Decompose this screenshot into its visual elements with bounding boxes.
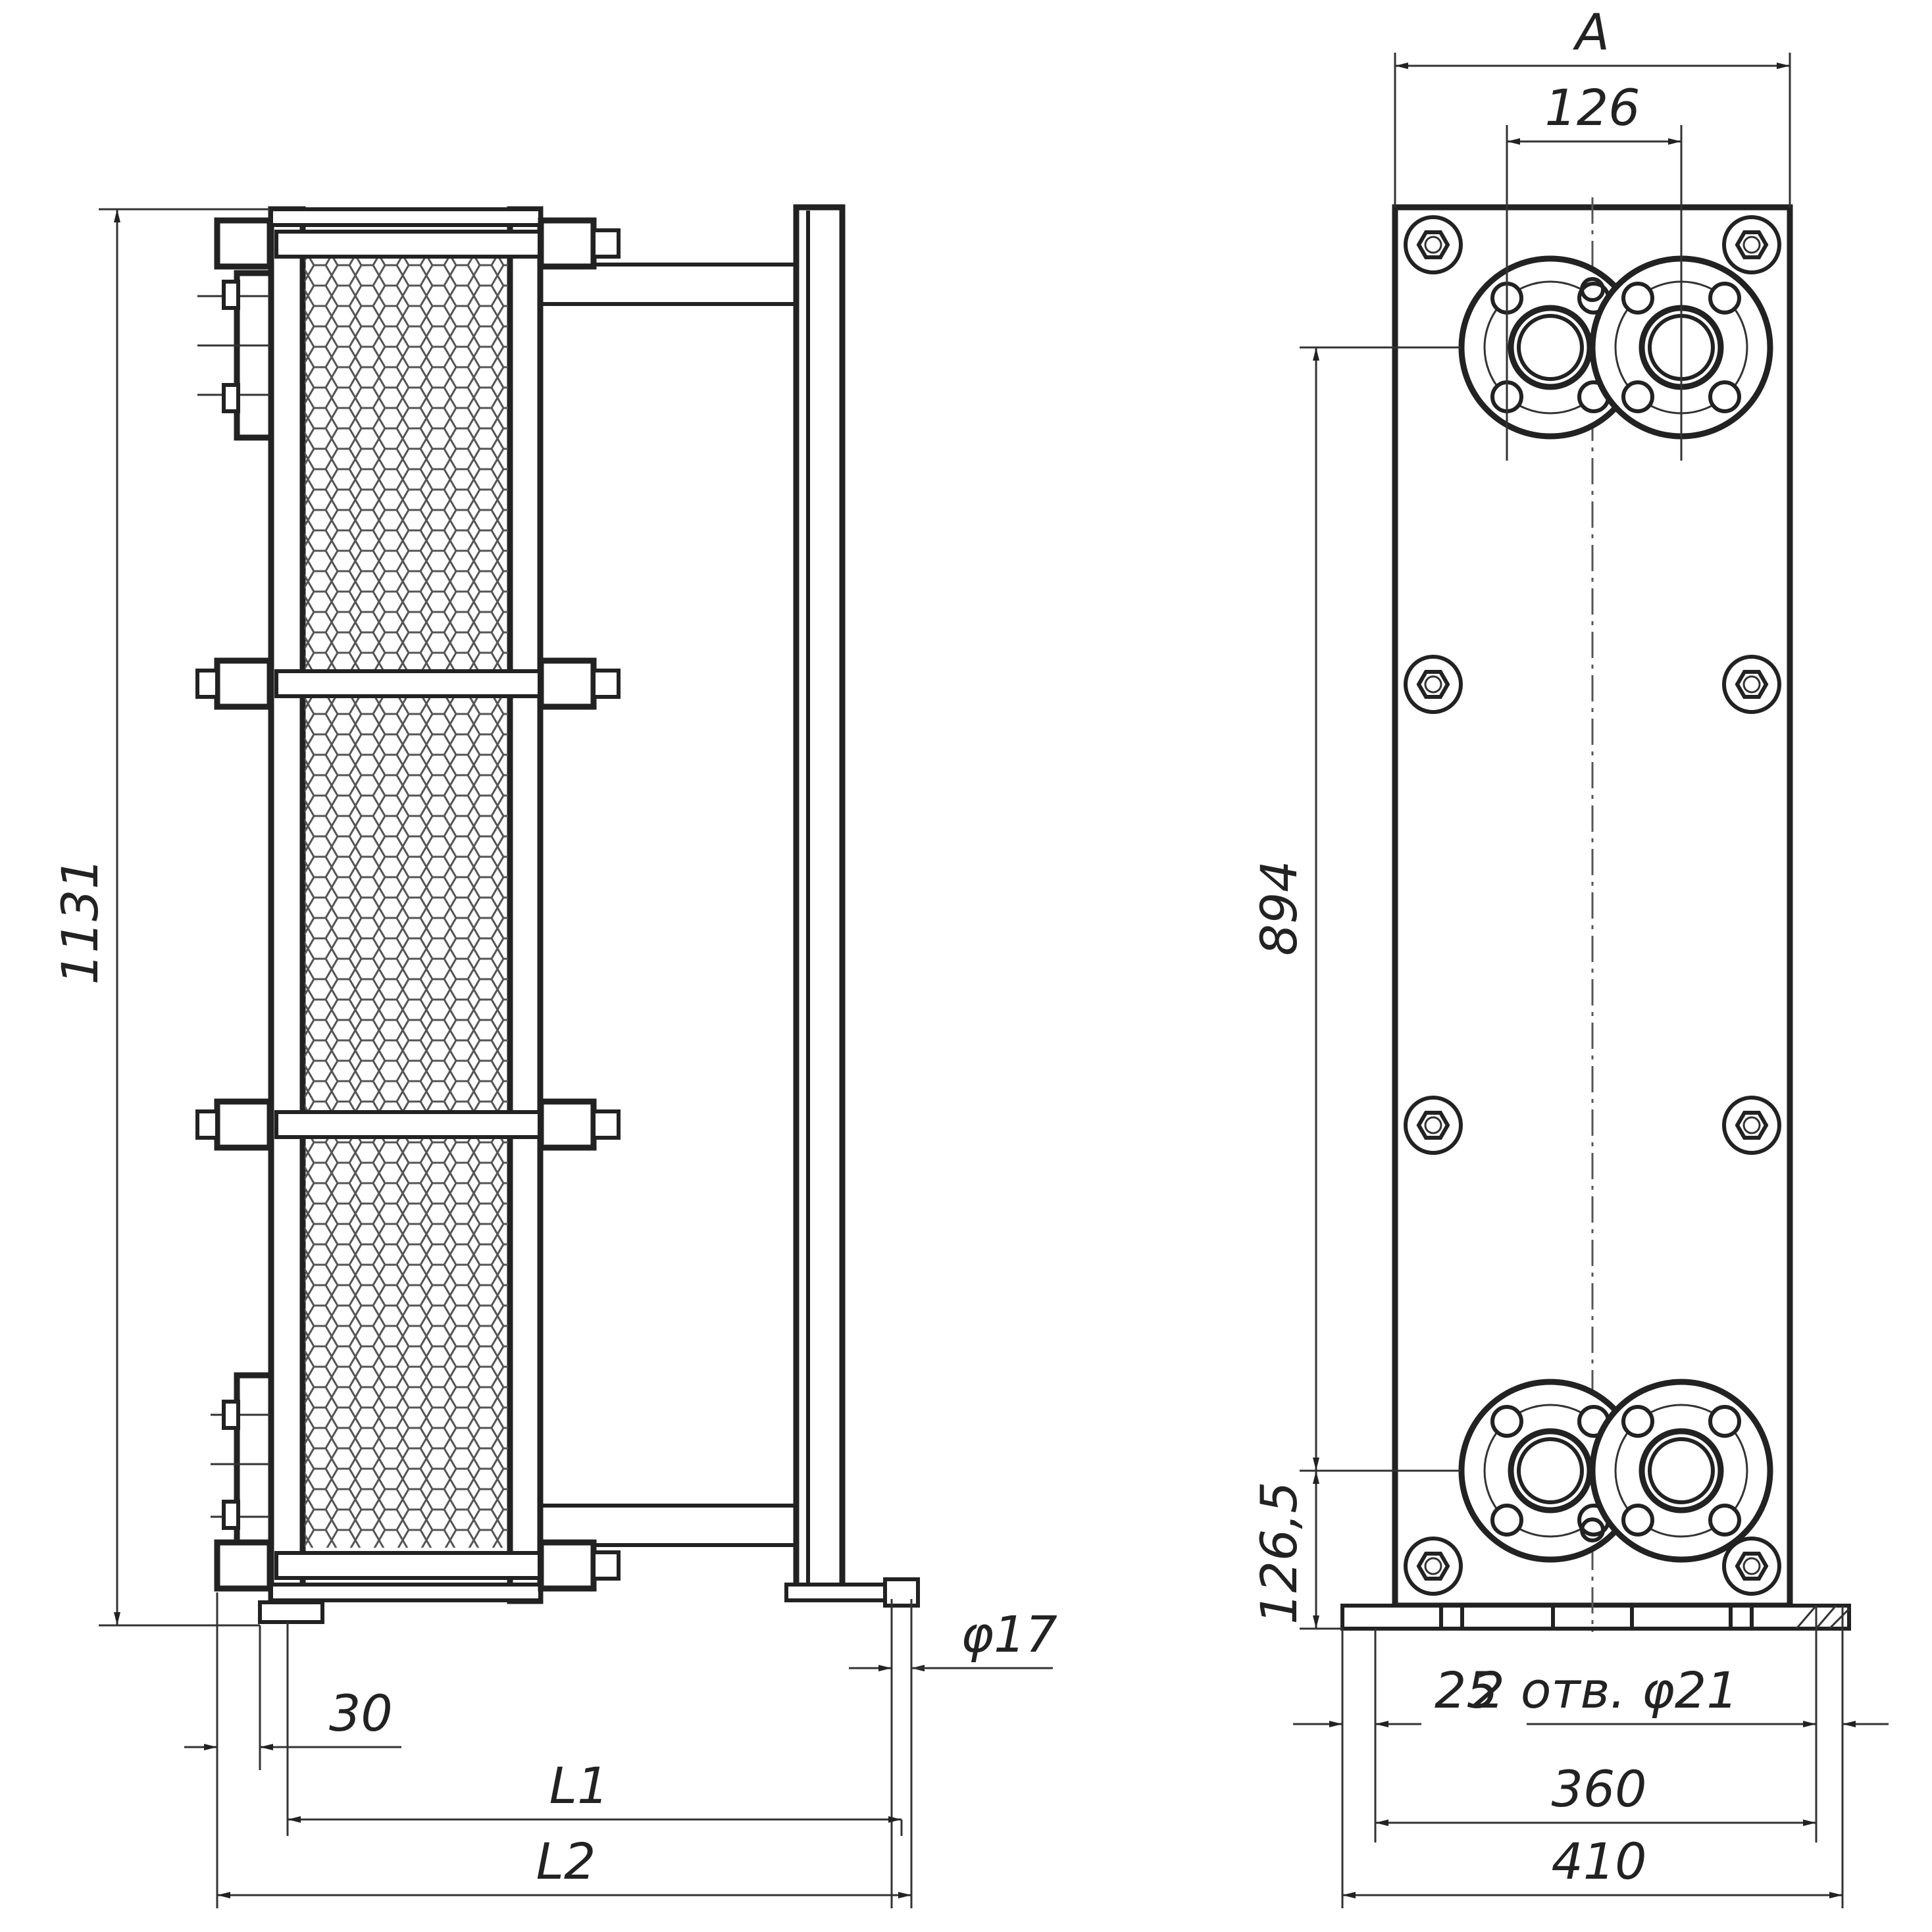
guide-rods: [538, 263, 798, 1547]
dim-126: 126: [1506, 78, 1683, 461]
dim-30-label: 30: [329, 1684, 393, 1742]
dim-360: 360: [1375, 1760, 1816, 1826]
side-view: 1131 φ17 30 L1: [51, 204, 1057, 1908]
dim-A: A: [1394, 3, 1791, 207]
flange-bottom-right: [1589, 1379, 1773, 1563]
dim-L2: L2: [217, 1832, 911, 1898]
dim-25: 25: [1293, 1629, 1498, 1908]
corner-bolts: [1404, 215, 1781, 1596]
dim-2-holes-label: 2 отв. φ21: [1473, 1661, 1738, 1719]
dim-126-5-label: 126,5: [1250, 1481, 1308, 1625]
tie-bolt-3: [195, 1098, 621, 1151]
dim-L1-label: L1: [549, 1756, 609, 1815]
dim-360-label: 360: [1551, 1760, 1646, 1818]
dim-A-label: A: [1572, 3, 1610, 61]
support-column: [793, 204, 846, 1592]
side-nozzle-top: [197, 270, 274, 441]
dim-126-label: 126: [1544, 78, 1640, 137]
tie-bolt-2: [195, 657, 621, 710]
dim-L1: L1: [286, 1622, 903, 1836]
foot-hatch: [1795, 1605, 1850, 1630]
dim-25-label: 25: [1435, 1661, 1498, 1719]
tie-bolt-1: [214, 217, 621, 270]
dim-410-label: 410: [1551, 1832, 1646, 1891]
dim-phi17: φ17: [849, 1599, 1057, 1908]
plate-pack: [303, 258, 510, 1548]
dim-410: 410: [1342, 1832, 1843, 1898]
dim-L2-label: L2: [536, 1832, 596, 1891]
dim-126-5: 126,5: [1250, 1471, 1342, 1630]
pressure-plate: [507, 206, 544, 1604]
dim-894: 894: [1250, 346, 1461, 1472]
foot-hole-left: [1439, 1604, 1464, 1631]
fixed-plate: [268, 206, 306, 1604]
dim-phi17-label: φ17: [961, 1605, 1057, 1664]
front-view: A 126 894 126,5 25: [1250, 3, 1889, 1908]
tie-bolt-4: [214, 1539, 621, 1592]
foot-hole-right: [1729, 1604, 1754, 1631]
dim-1131: 1131: [51, 208, 270, 1627]
center-nipple-top: [1580, 277, 1605, 302]
dim-30: 30: [184, 1592, 401, 1908]
dim-2-holes-phi21: 2 отв. φ21: [1473, 1606, 1889, 1908]
front-foot: [258, 1600, 324, 1624]
side-nozzle-bottom: [211, 1372, 274, 1556]
dim-1131-label: 1131: [51, 857, 109, 984]
center-nipple-bottom: [1580, 1517, 1605, 1542]
dim-894-label: 894: [1250, 860, 1308, 955]
flange-bottom-left: [1458, 1379, 1642, 1563]
